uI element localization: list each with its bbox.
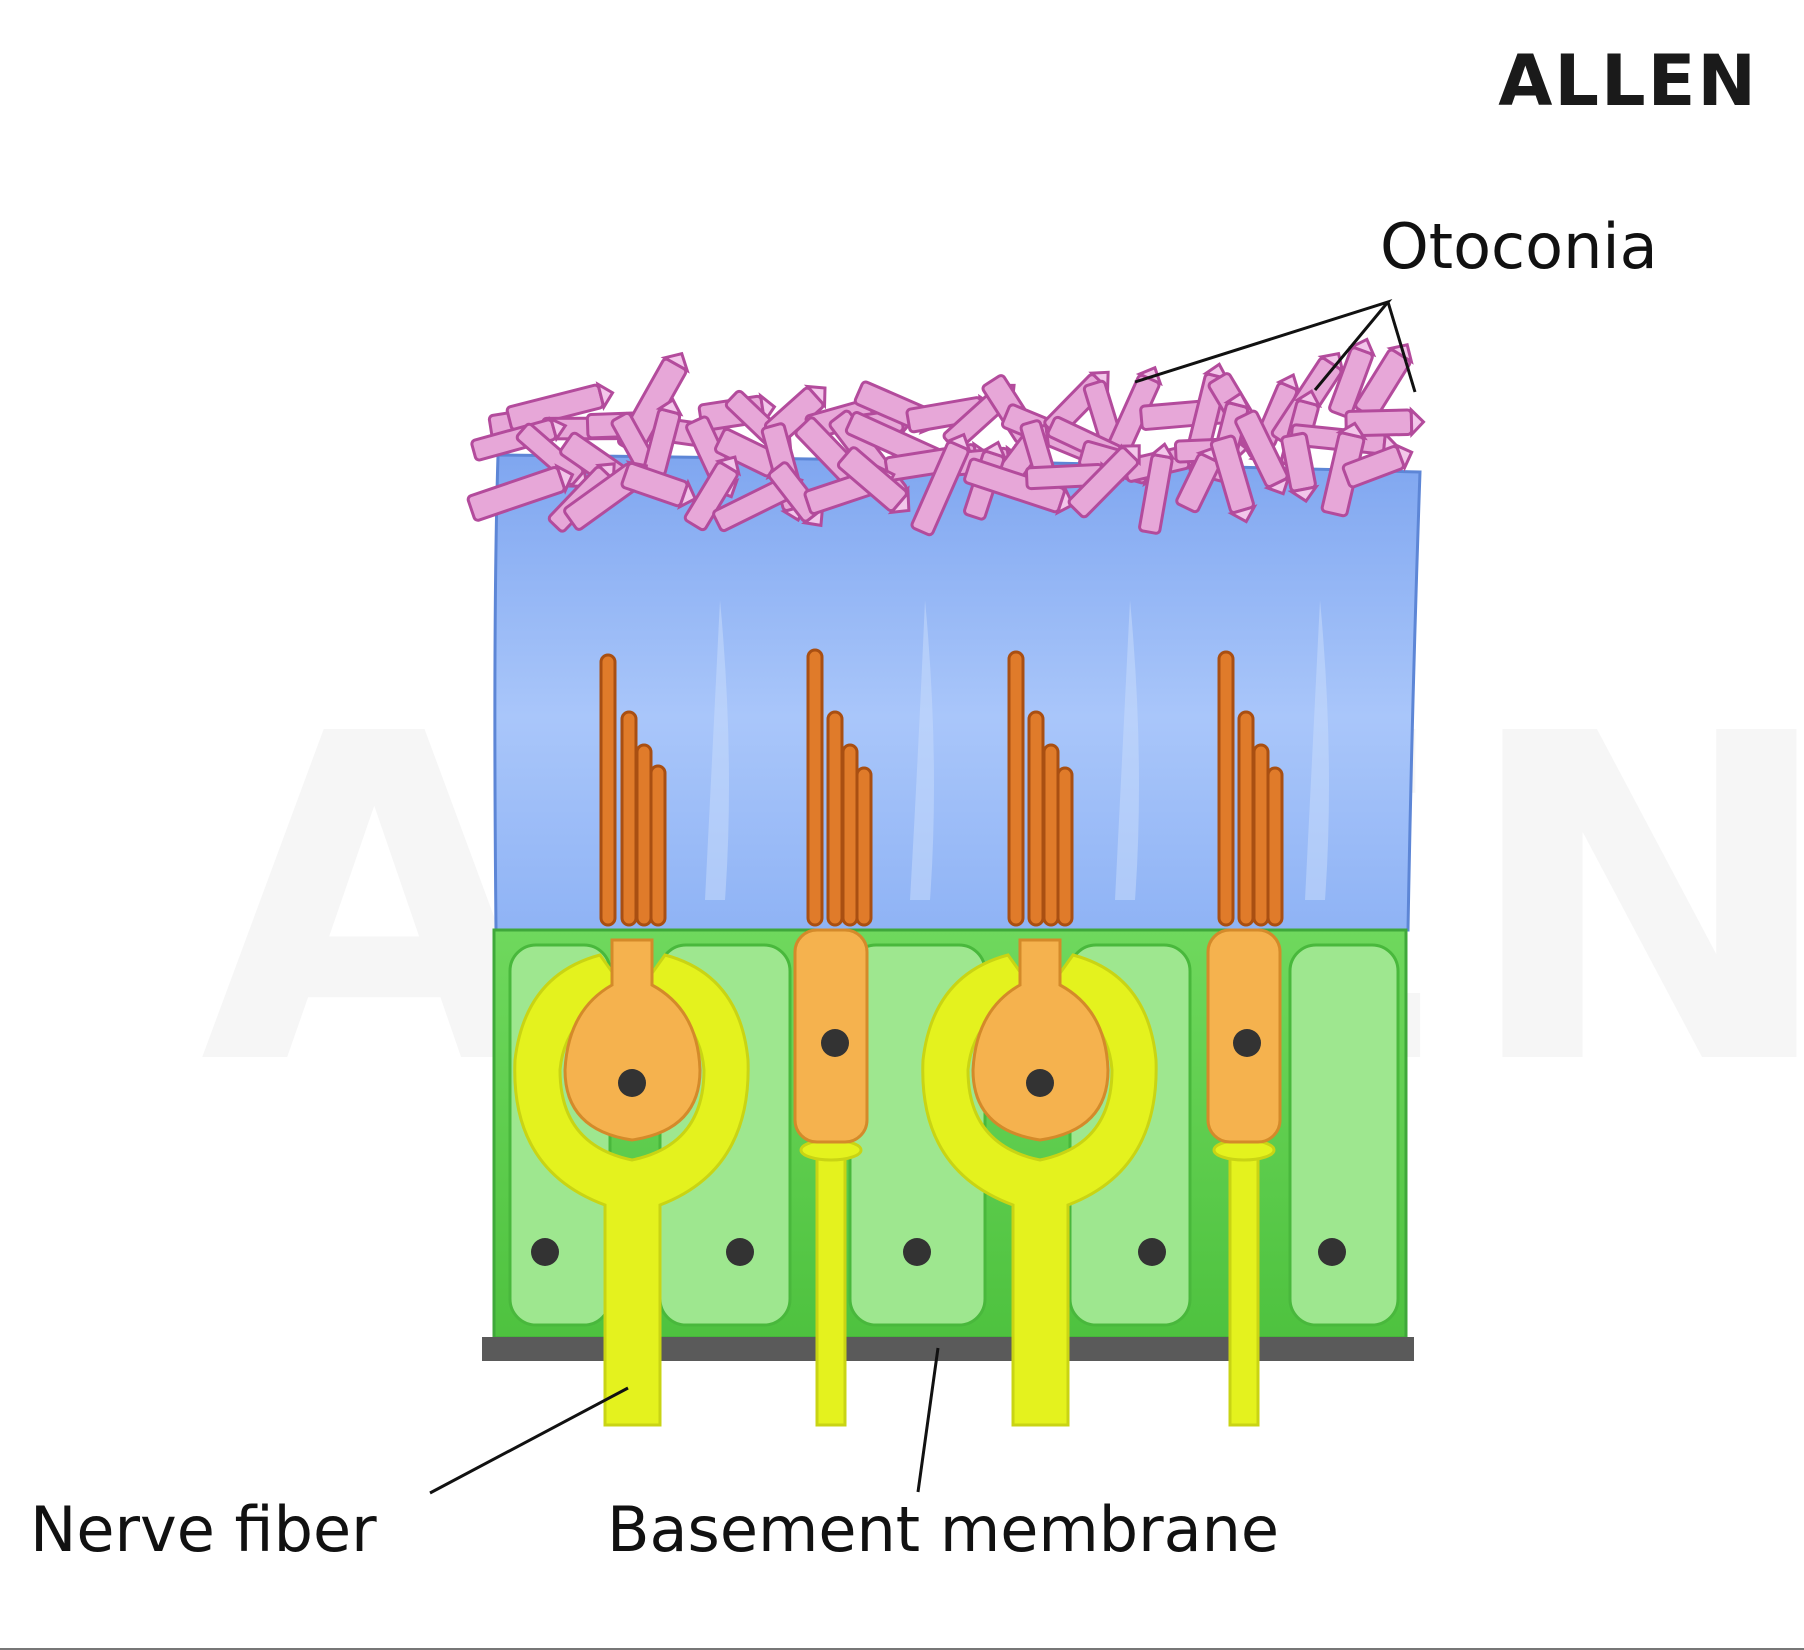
otoconia-crystal — [1067, 444, 1141, 519]
otoconia-crystal — [466, 463, 575, 522]
supporting-cell-nuclei — [531, 1238, 1346, 1266]
otoconia-crystal — [1209, 434, 1258, 524]
otoconia-crystal — [1138, 442, 1176, 535]
otoconia-crystal — [1280, 431, 1320, 504]
type-1-hair-cell-right — [921, 938, 1158, 1427]
stereocilia-bundle-1 — [599, 653, 667, 927]
otoconia-crystal — [963, 457, 1075, 516]
brand-logo: ALLEN — [1498, 40, 1758, 122]
otoconia-crystal — [620, 461, 698, 510]
otoconia-crystal — [683, 455, 742, 532]
otoconia-crystal — [836, 446, 911, 515]
otoconia-crystal — [1344, 406, 1426, 439]
otoconia-crystal — [910, 432, 972, 537]
label-basement-membrane: Basement membrane — [607, 1493, 1280, 1566]
type-2-hair-cell-right — [1206, 928, 1282, 1427]
otoconia-crystals — [466, 337, 1426, 537]
gel-streaks — [705, 600, 1329, 900]
bottom-rule — [0, 1648, 1804, 1650]
type-1-hair-cell-left — [513, 938, 750, 1427]
stereocilia-bundle-3 — [1007, 650, 1074, 927]
otoconia-crystal — [1234, 409, 1291, 496]
otoconia-crystal — [1328, 337, 1377, 419]
nerve-fiber-leader — [429, 1386, 629, 1495]
label-nerve-fiber: Nerve fiber — [30, 1493, 377, 1566]
leader-lines — [429, 299, 1417, 1495]
stereocilia-bundle-2 — [806, 648, 873, 927]
stereocilia-bundles — [599, 648, 1284, 927]
stereocilia-bundle-4 — [1217, 650, 1284, 927]
otoconia-leader-2 — [1386, 301, 1417, 393]
type-2-hair-cell-left — [793, 928, 869, 1427]
otoconia-crystal — [1341, 442, 1414, 489]
basement-membrane-leader — [916, 1347, 940, 1493]
label-otoconia: Otoconia — [1380, 210, 1658, 283]
otoconia-crystal — [505, 381, 615, 432]
